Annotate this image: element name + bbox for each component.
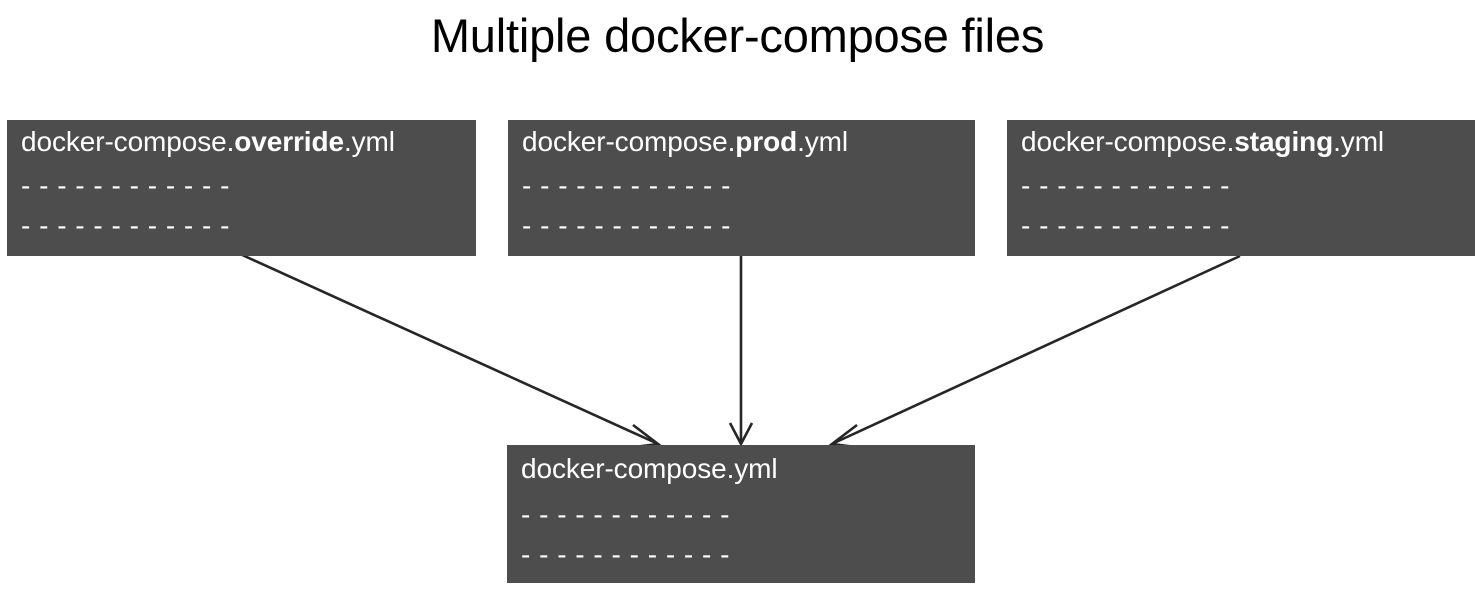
arrow-staging-to-base <box>828 254 1241 449</box>
file-name-emphasis: prod <box>735 126 798 157</box>
content-line-2: - - - - - - - - - - - - <box>522 210 731 241</box>
file-name-suffix: .yml <box>797 126 849 157</box>
file-name-emphasis: staging <box>1234 126 1334 157</box>
content-line-2: - - - - - - - - - - - - <box>21 210 230 241</box>
file-box-base[interactable]: docker-compose.yml - - - - - - - - - - -… <box>507 445 975 583</box>
file-name-prefix: docker-compose. <box>1021 126 1235 157</box>
file-name-prefix: docker-compose. <box>522 126 736 157</box>
content-line-1: - - - - - - - - - - - - <box>21 170 230 201</box>
file-name-prefix: docker-compose. <box>21 126 235 157</box>
file-box-override[interactable]: docker-compose.override.yml - - - - - - … <box>7 120 476 256</box>
arrow-override-to-base <box>239 252 662 449</box>
arrow-prod-to-base <box>728 256 754 447</box>
content-line-2: - - - - - - - - - - - - <box>1021 210 1230 241</box>
file-box-staging[interactable]: docker-compose.staging.yml - - - - - - -… <box>1007 120 1475 256</box>
file-name-base: docker-compose.yml <box>521 453 778 485</box>
content-line-1: - - - - - - - - - - - - <box>522 170 731 201</box>
content-line-1: - - - - - - - - - - - - <box>1021 170 1230 201</box>
file-name-override: docker-compose.override.yml <box>21 126 395 158</box>
file-name-suffix: .yml <box>343 126 395 157</box>
file-box-prod[interactable]: docker-compose.prod.yml - - - - - - - - … <box>508 120 975 256</box>
file-name-suffix: .yml <box>1333 126 1385 157</box>
content-line-1: - - - - - - - - - - - - <box>521 499 730 530</box>
page-title: Multiple docker-compose files <box>430 9 1045 62</box>
file-name-emphasis: override <box>234 126 344 157</box>
content-line-2: - - - - - - - - - - - - <box>521 539 730 570</box>
file-name-prod: docker-compose.prod.yml <box>522 126 848 158</box>
file-name-prefix: docker-compose.yml <box>521 453 778 484</box>
file-name-staging: docker-compose.staging.yml <box>1021 126 1384 158</box>
